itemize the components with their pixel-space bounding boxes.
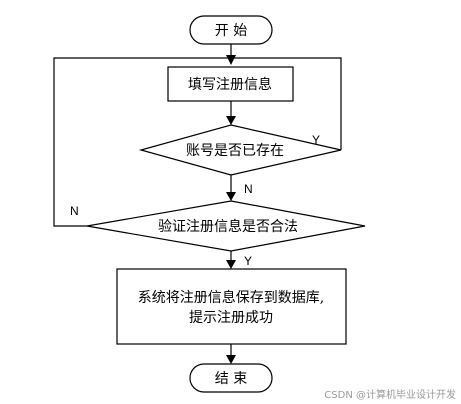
start-label: 开 始: [215, 23, 247, 39]
fill-info-process: [167, 66, 294, 102]
validate-info-label: 验证注册信息是否合法: [158, 218, 298, 235]
account-exists-label: 账号是否已存在: [186, 143, 284, 159]
end-terminator: [189, 363, 273, 393]
account-exists-no-label: N: [244, 182, 253, 196]
validate-no-label: N: [70, 204, 79, 218]
end-label: 结 束: [215, 371, 247, 387]
save-process: [116, 268, 347, 345]
arrow-validate-yes: [226, 260, 236, 269]
account-exists-yes-label: Y: [312, 133, 320, 147]
save-label-line1: 系统将注册信息保存到数据库,: [138, 289, 324, 306]
validate-yes-label: Y: [244, 254, 252, 268]
arrow-start-to-fill: [226, 55, 236, 65]
fill-info-label: 填写注册信息: [188, 76, 272, 93]
edge-validate-no-loop: [53, 57, 231, 227]
arrow-fill-to-check: [226, 116, 236, 125]
arrow-account-exists-no: [226, 192, 236, 201]
watermark-text: CSDN @计算机毕业设计开发: [324, 388, 456, 401]
edge-account-exists-yes-loop: [231, 57, 342, 150]
save-label-line2: 提示注册成功: [189, 310, 273, 326]
arrow-save-to-end: [226, 355, 236, 364]
